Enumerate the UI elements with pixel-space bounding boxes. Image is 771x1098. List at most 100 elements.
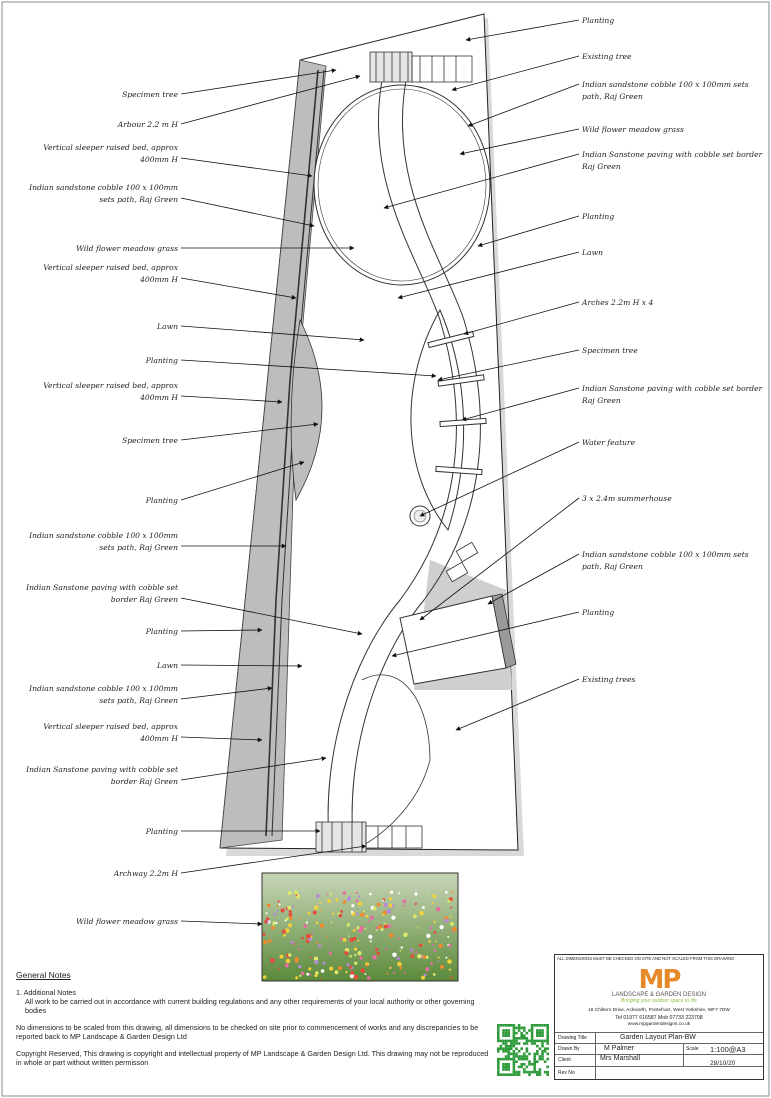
flower-dot	[342, 900, 347, 904]
qr-module	[510, 1042, 513, 1045]
qr-module	[510, 1044, 513, 1048]
flower-dot	[398, 892, 401, 895]
qr-module	[533, 1042, 536, 1045]
flower-dot	[448, 968, 452, 971]
callout-left-text: Vertical sleeper raised bed, approx	[43, 722, 178, 731]
flower-dot	[357, 901, 363, 906]
qr-module	[520, 1037, 523, 1040]
qr-module	[512, 1037, 516, 1040]
qr-module	[504, 1047, 508, 1050]
leader-line	[180, 736, 263, 743]
callout-left-text: Arbour 2.2 m H	[117, 120, 179, 129]
flower-dot	[417, 927, 419, 929]
qr-module	[507, 1031, 510, 1035]
flower-dot	[308, 967, 312, 971]
qr-module	[517, 1024, 521, 1027]
callout-right-text: Indian sandstone cobble 100 x 100mm sets	[581, 550, 749, 559]
qr-module	[533, 1070, 536, 1074]
qr-module	[530, 1037, 534, 1040]
flower-dot	[264, 919, 269, 924]
flower-dot	[449, 915, 452, 918]
flower-dot	[329, 945, 332, 948]
flower-dot	[266, 903, 271, 908]
flower-dot	[422, 955, 427, 959]
flower-dot	[319, 923, 325, 928]
callout-right-text: Water feature	[582, 438, 636, 447]
flower-dot	[276, 910, 279, 913]
flower-dot	[432, 902, 435, 905]
flower-dot	[294, 890, 299, 895]
qr-module	[536, 1024, 539, 1027]
callout-left-9: Vertical sleeper raised bed, approx400mm…	[43, 381, 283, 405]
callout-left-12: Indian sandstone cobble 100 x 100mmsets …	[28, 531, 287, 552]
flower-dot	[368, 934, 373, 939]
flower-dot	[423, 973, 427, 977]
flower-dot	[357, 939, 360, 942]
qr-module	[525, 1031, 529, 1035]
qr-module	[507, 1065, 510, 1069]
qr-module	[504, 1042, 508, 1045]
flower-dot	[315, 894, 320, 898]
callout-right-6: Planting	[477, 212, 614, 248]
qr-module	[525, 1070, 529, 1074]
qr-module	[530, 1070, 534, 1074]
flower-dot	[357, 951, 362, 956]
rev-cell	[595, 1067, 683, 1079]
leader-line	[467, 83, 580, 127]
flower-dot	[433, 920, 436, 924]
flower-dot	[389, 966, 392, 970]
flower-dot	[357, 895, 361, 898]
callout-left-17: Vertical sleeper raised bed, approx400mm…	[43, 722, 263, 743]
flower-dot	[450, 976, 453, 979]
flower-dot	[387, 924, 392, 929]
qr-module	[528, 1052, 531, 1056]
qr-module	[538, 1070, 542, 1074]
callout-left-18: Indian Sanstone paving with cobble setbo…	[25, 756, 327, 786]
flower-dot	[279, 954, 284, 959]
flower-dot	[348, 939, 350, 941]
flower-dot	[271, 926, 275, 930]
flower-dot	[326, 935, 328, 938]
qr-module	[525, 1042, 529, 1045]
qr-module	[512, 1029, 516, 1032]
qr-module	[530, 1024, 534, 1027]
drawing-title-cell: Garden Layout Plan-BW	[595, 1033, 763, 1044]
qr-module	[533, 1052, 536, 1056]
qr-module	[528, 1039, 531, 1043]
leader-line	[180, 686, 273, 700]
qr-module	[546, 1070, 549, 1074]
leader-line	[180, 359, 437, 379]
qr-module	[507, 1068, 510, 1071]
callout-right-8: Arches 2.2m H x 4	[463, 298, 653, 336]
flower-dot	[335, 898, 339, 902]
qr-module	[528, 1063, 531, 1066]
callout-left-text: Specimen tree	[122, 436, 178, 445]
flower-dot	[359, 925, 364, 931]
callout-left-text: sets path, Raj Green	[99, 195, 178, 204]
callout-left-5: Wild flower meadow grass	[76, 244, 355, 253]
flower-dot	[277, 900, 280, 903]
flower-dot	[398, 937, 401, 940]
qr-module	[520, 1031, 523, 1035]
lower-lens	[361, 674, 431, 847]
leader-line	[477, 215, 580, 248]
callout-left-16: Indian sandstone cobble 100 x 100mmsets …	[28, 684, 273, 705]
flower-dot	[392, 952, 397, 958]
flower-dot	[352, 929, 356, 932]
qr-module	[502, 1034, 505, 1037]
left-border-bed	[219, 59, 327, 849]
callout-left-text: Vertical sleeper raised bed, approx	[43, 381, 178, 390]
qr-module	[497, 1034, 500, 1037]
flower-dot	[388, 933, 394, 938]
flower-dot	[380, 924, 383, 927]
flower-dot	[432, 973, 436, 976]
flower-dot	[354, 953, 357, 957]
qr-module	[523, 1034, 526, 1037]
date-cell: 28/10/20	[683, 1055, 763, 1067]
qr-module	[517, 1050, 521, 1053]
qr-module	[525, 1055, 529, 1058]
qr-module	[533, 1065, 536, 1069]
flower-dot	[376, 902, 381, 907]
flower-dot	[314, 960, 319, 965]
